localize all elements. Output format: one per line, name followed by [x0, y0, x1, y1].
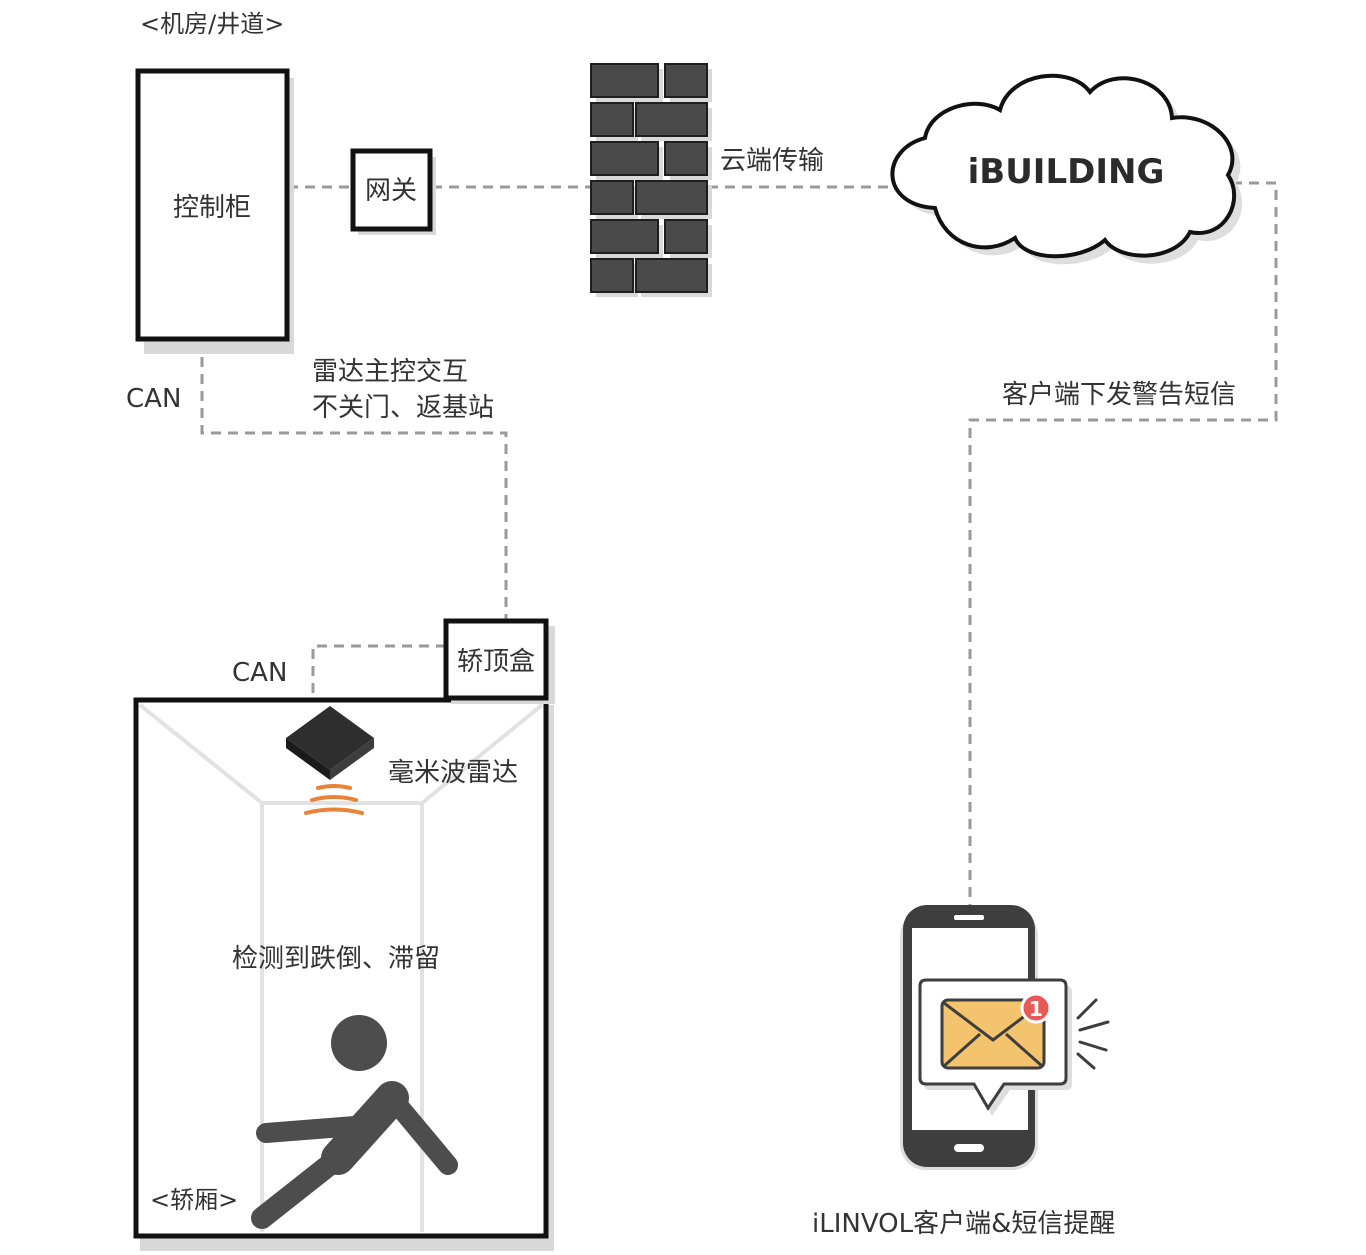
- envelope-icon: [940, 998, 1046, 1070]
- line-cabinet-cartopbox: [200, 340, 508, 620]
- car-title: <轿厢>: [150, 1186, 238, 1214]
- vibration-lines-icon: [1076, 998, 1110, 1070]
- cloud-label: iBUILDING: [968, 152, 1165, 192]
- client-sms-label: 客户端下发警告短信: [1002, 380, 1236, 410]
- gateway-label: 网关: [365, 176, 417, 206]
- gateway: 网关: [350, 148, 436, 235]
- brick: [635, 102, 708, 137]
- can-label-cabinet: CAN: [126, 384, 181, 414]
- brick: [635, 258, 708, 293]
- connection-lines: [200, 181, 1278, 905]
- brick: [590, 219, 659, 254]
- brick: [590, 102, 634, 137]
- control-cabinet-label: 控制柜: [173, 193, 251, 223]
- brick: [590, 258, 634, 293]
- machine-room-title: <机房/井道>: [140, 10, 284, 38]
- line-cloud-phone: [968, 181, 1278, 905]
- cloud-icon: iBUILDING: [890, 73, 1243, 265]
- brick: [590, 141, 659, 176]
- firewall-icon: [590, 63, 712, 297]
- gateway-box: [350, 148, 433, 232]
- car-top-box: 轿顶盒: [443, 618, 555, 704]
- control-cabinet: 控制柜: [135, 68, 294, 354]
- car-top-box-box: [443, 618, 549, 701]
- brick: [664, 63, 708, 98]
- app-reminder-label: iLINVOL客户端&短信提醒: [812, 1209, 1115, 1239]
- detect-label: 检测到跌倒、滞留: [232, 944, 440, 974]
- brick: [590, 63, 659, 98]
- car-perspective-lines: [138, 703, 544, 1232]
- line-cartopbox-radar: [311, 644, 446, 700]
- can-label-car: CAN: [232, 658, 287, 688]
- cloud-transfer-label: 云端传输: [720, 146, 824, 176]
- brick: [635, 180, 708, 215]
- brick: [664, 219, 708, 254]
- radar-interaction-label: 雷达主控交互: [312, 357, 468, 387]
- radar-label: 毫米波雷达: [388, 758, 518, 788]
- radar-interaction-label-2: 不关门、返基站: [312, 393, 494, 423]
- control-cabinet-box: [135, 68, 290, 342]
- badge-count: 1: [1029, 997, 1043, 1021]
- brick: [664, 141, 708, 176]
- brick: [590, 180, 634, 215]
- notification-badge: 1: [1020, 992, 1052, 1024]
- car-top-box-label: 轿顶盒: [457, 647, 535, 677]
- radar-icon: [286, 706, 374, 815]
- falling-person-icon: [251, 1015, 458, 1229]
- cloud-outline: [890, 73, 1237, 259]
